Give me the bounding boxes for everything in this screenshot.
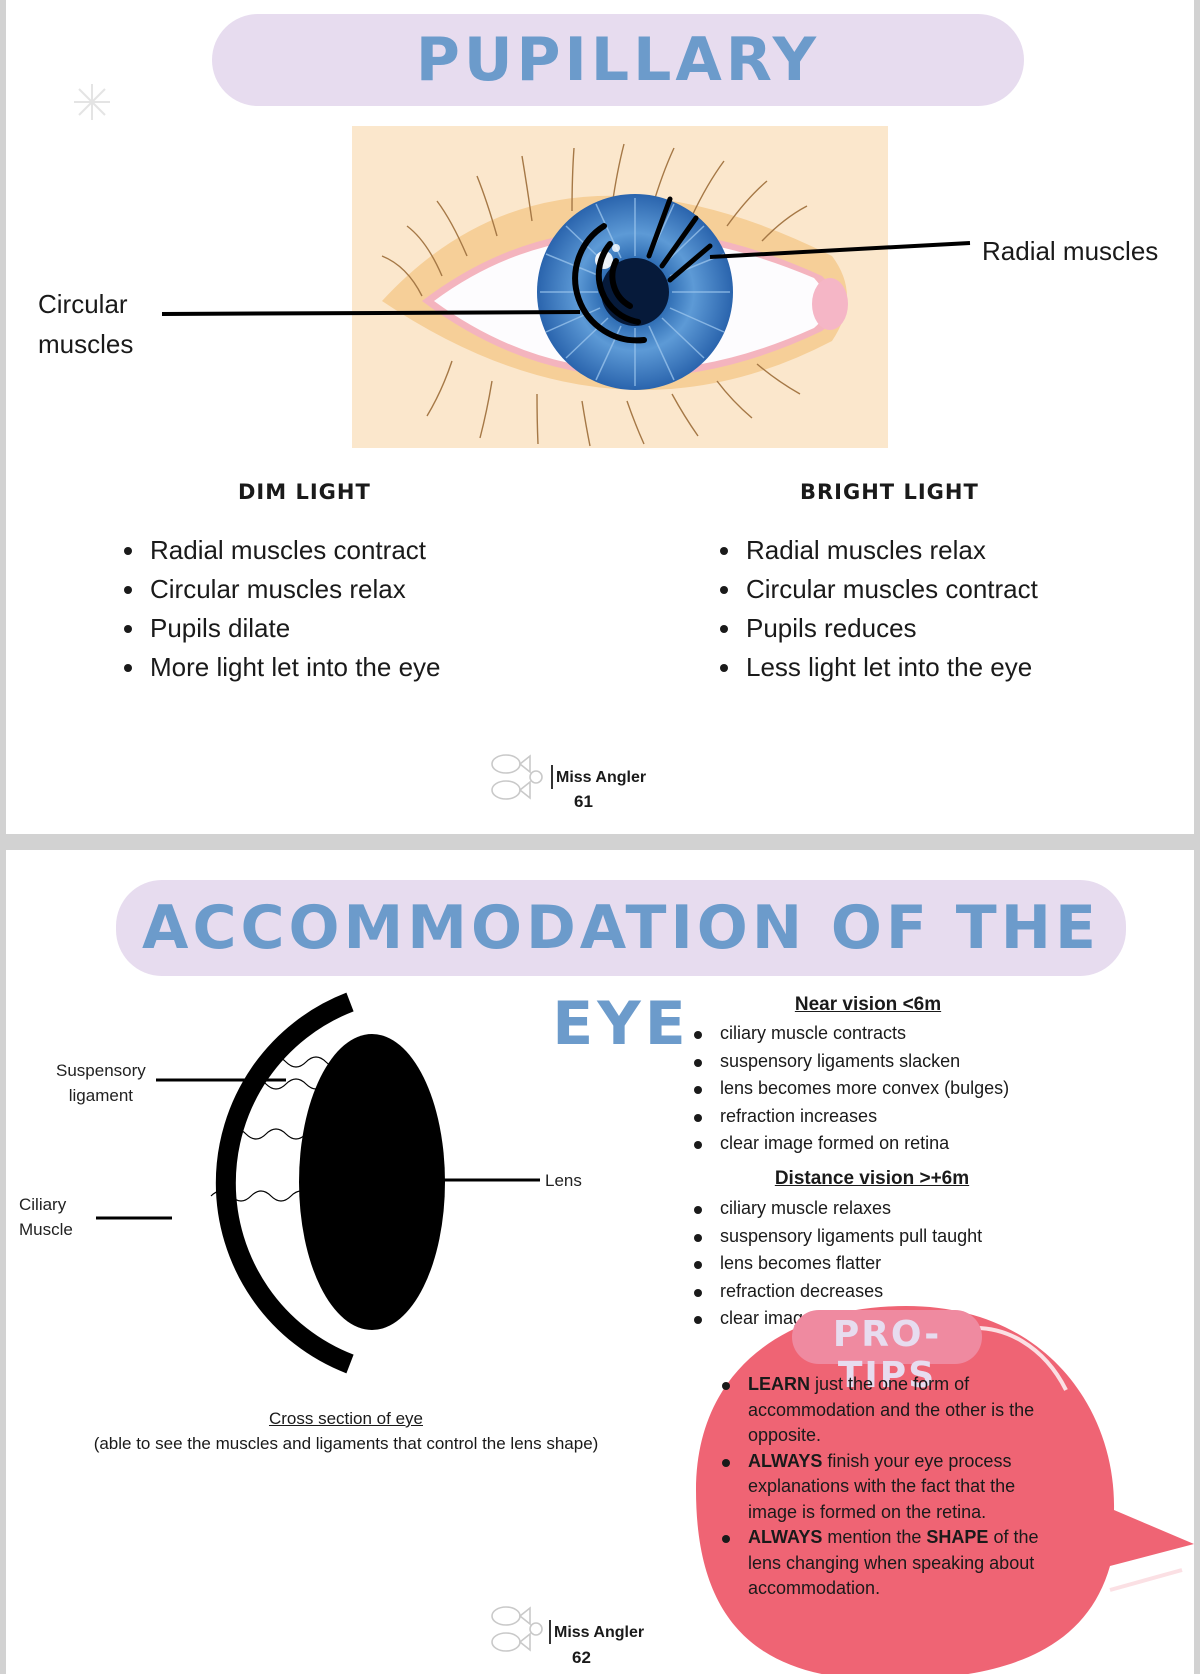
speech-bubble-shape — [696, 1306, 1194, 1674]
tip-text: mention the — [822, 1527, 927, 1547]
footer-divider — [549, 1620, 551, 1644]
list-item: Pupils reduces — [716, 609, 1038, 648]
protip-item: ALWAYS finish your eye process explanati… — [718, 1449, 1068, 1526]
list-item: refraction decreases — [690, 1278, 982, 1306]
fish-logo-icon — [491, 1606, 543, 1652]
circular-label-line2: muscles — [38, 329, 134, 359]
tip-text: just the one form of accommodation and t… — [748, 1374, 1035, 1445]
list-item: refraction increases — [690, 1103, 1009, 1131]
circular-muscles-label: Circular muscles — [38, 284, 133, 364]
list-item: Radial muscles contract — [120, 531, 441, 570]
ciliary-muscle-label: Ciliary Muscle — [19, 1192, 73, 1242]
footer-divider — [551, 765, 553, 789]
page-pupillary-mechanism: PUPILLARY MECHANISM — [6, 0, 1194, 834]
diagram-caption: Cross section of eye (able to see the mu… — [36, 1406, 656, 1456]
tip-text: of the lens changing when speaking about… — [748, 1527, 1039, 1598]
suspensory-ligament-label: Suspensory ligament — [56, 1058, 146, 1108]
footer-author: Miss Angler — [554, 1624, 645, 1641]
eye-cross-section-diagram — [96, 992, 540, 1374]
caption-title: Cross section of eye — [268, 1409, 423, 1428]
footer-author: Miss Angler — [556, 769, 647, 786]
protips-title: PRO-TIPS — [832, 1314, 942, 1396]
pointer-lines — [161, 241, 971, 316]
dim-light-list: Radial muscles contract Circular muscles… — [120, 531, 441, 687]
protip-item: LEARN just the one form of accommodation… — [718, 1372, 1068, 1449]
circular-label-line1: Circular — [38, 289, 128, 319]
near-vision-heading: Near vision <6m — [794, 994, 942, 1015]
tip-emphasis: SHAPE — [926, 1527, 989, 1547]
list-item: suspensory ligaments slacken — [690, 1048, 1009, 1076]
page-number: 61 — [574, 792, 593, 811]
list-item: More light let into the eye — [120, 648, 441, 687]
protips-list: LEARN just the one form of accommodation… — [718, 1372, 1068, 1602]
eye-illustration — [352, 126, 888, 448]
list-item: lens becomes flatter — [690, 1250, 982, 1278]
bright-light-list: Radial muscles relax Circular muscles co… — [716, 531, 1038, 687]
protip-item: ALWAYS mention the SHAPE of the lens cha… — [718, 1525, 1068, 1602]
list-item: suspensory ligaments pull taught — [690, 1223, 982, 1251]
list-item: ciliary muscle contracts — [690, 1020, 1009, 1048]
lens-label: Lens — [545, 1171, 582, 1190]
list-item: Pupils dilate — [120, 609, 441, 648]
list-item: ciliary muscle relaxes — [690, 1195, 982, 1223]
bright-light-heading: BRIGHT LIGHT — [800, 480, 979, 504]
page-accommodation: ACCOMMODATION OF THE EYE Suspensory liga… — [6, 850, 1194, 1674]
list-item: Less light let into the eye — [716, 648, 1038, 687]
suspensory-label-line1: Suspensory — [56, 1061, 146, 1080]
sparkle-icon — [74, 84, 110, 120]
list-item: Radial muscles relax — [716, 531, 1038, 570]
ciliary-label-line1: Ciliary — [19, 1195, 67, 1214]
page-number: 62 — [572, 1648, 591, 1667]
radial-muscles-label: Radial muscles — [982, 236, 1159, 266]
list-item: lens becomes more convex (bulges) — [690, 1075, 1009, 1103]
caption-text: (able to see the muscles and ligaments t… — [93, 1434, 599, 1453]
list-item: Circular muscles relax — [120, 570, 441, 609]
tip-emphasis: ALWAYS — [748, 1450, 823, 1471]
dim-light-heading: DIM LIGHT — [238, 480, 371, 504]
list-item: clear image formed on retina — [690, 1130, 1009, 1158]
suspensory-label-line2: ligament — [68, 1086, 134, 1105]
tip-emphasis: LEARN — [748, 1374, 810, 1394]
fish-logo-icon — [491, 754, 543, 800]
list-item: Circular muscles contract — [716, 570, 1038, 609]
tip-text: finish your eye process explanations wit… — [748, 1450, 1016, 1522]
page-title: ACCOMMODATION OF THE EYE — [116, 880, 1126, 1059]
distance-vision-heading: Distance vision >+6m — [774, 1168, 970, 1189]
tip-emphasis: ALWAYS — [748, 1527, 823, 1547]
near-vision-list: ciliary muscle contracts suspensory liga… — [690, 1020, 1009, 1158]
ciliary-label-line2: Muscle — [19, 1220, 73, 1239]
